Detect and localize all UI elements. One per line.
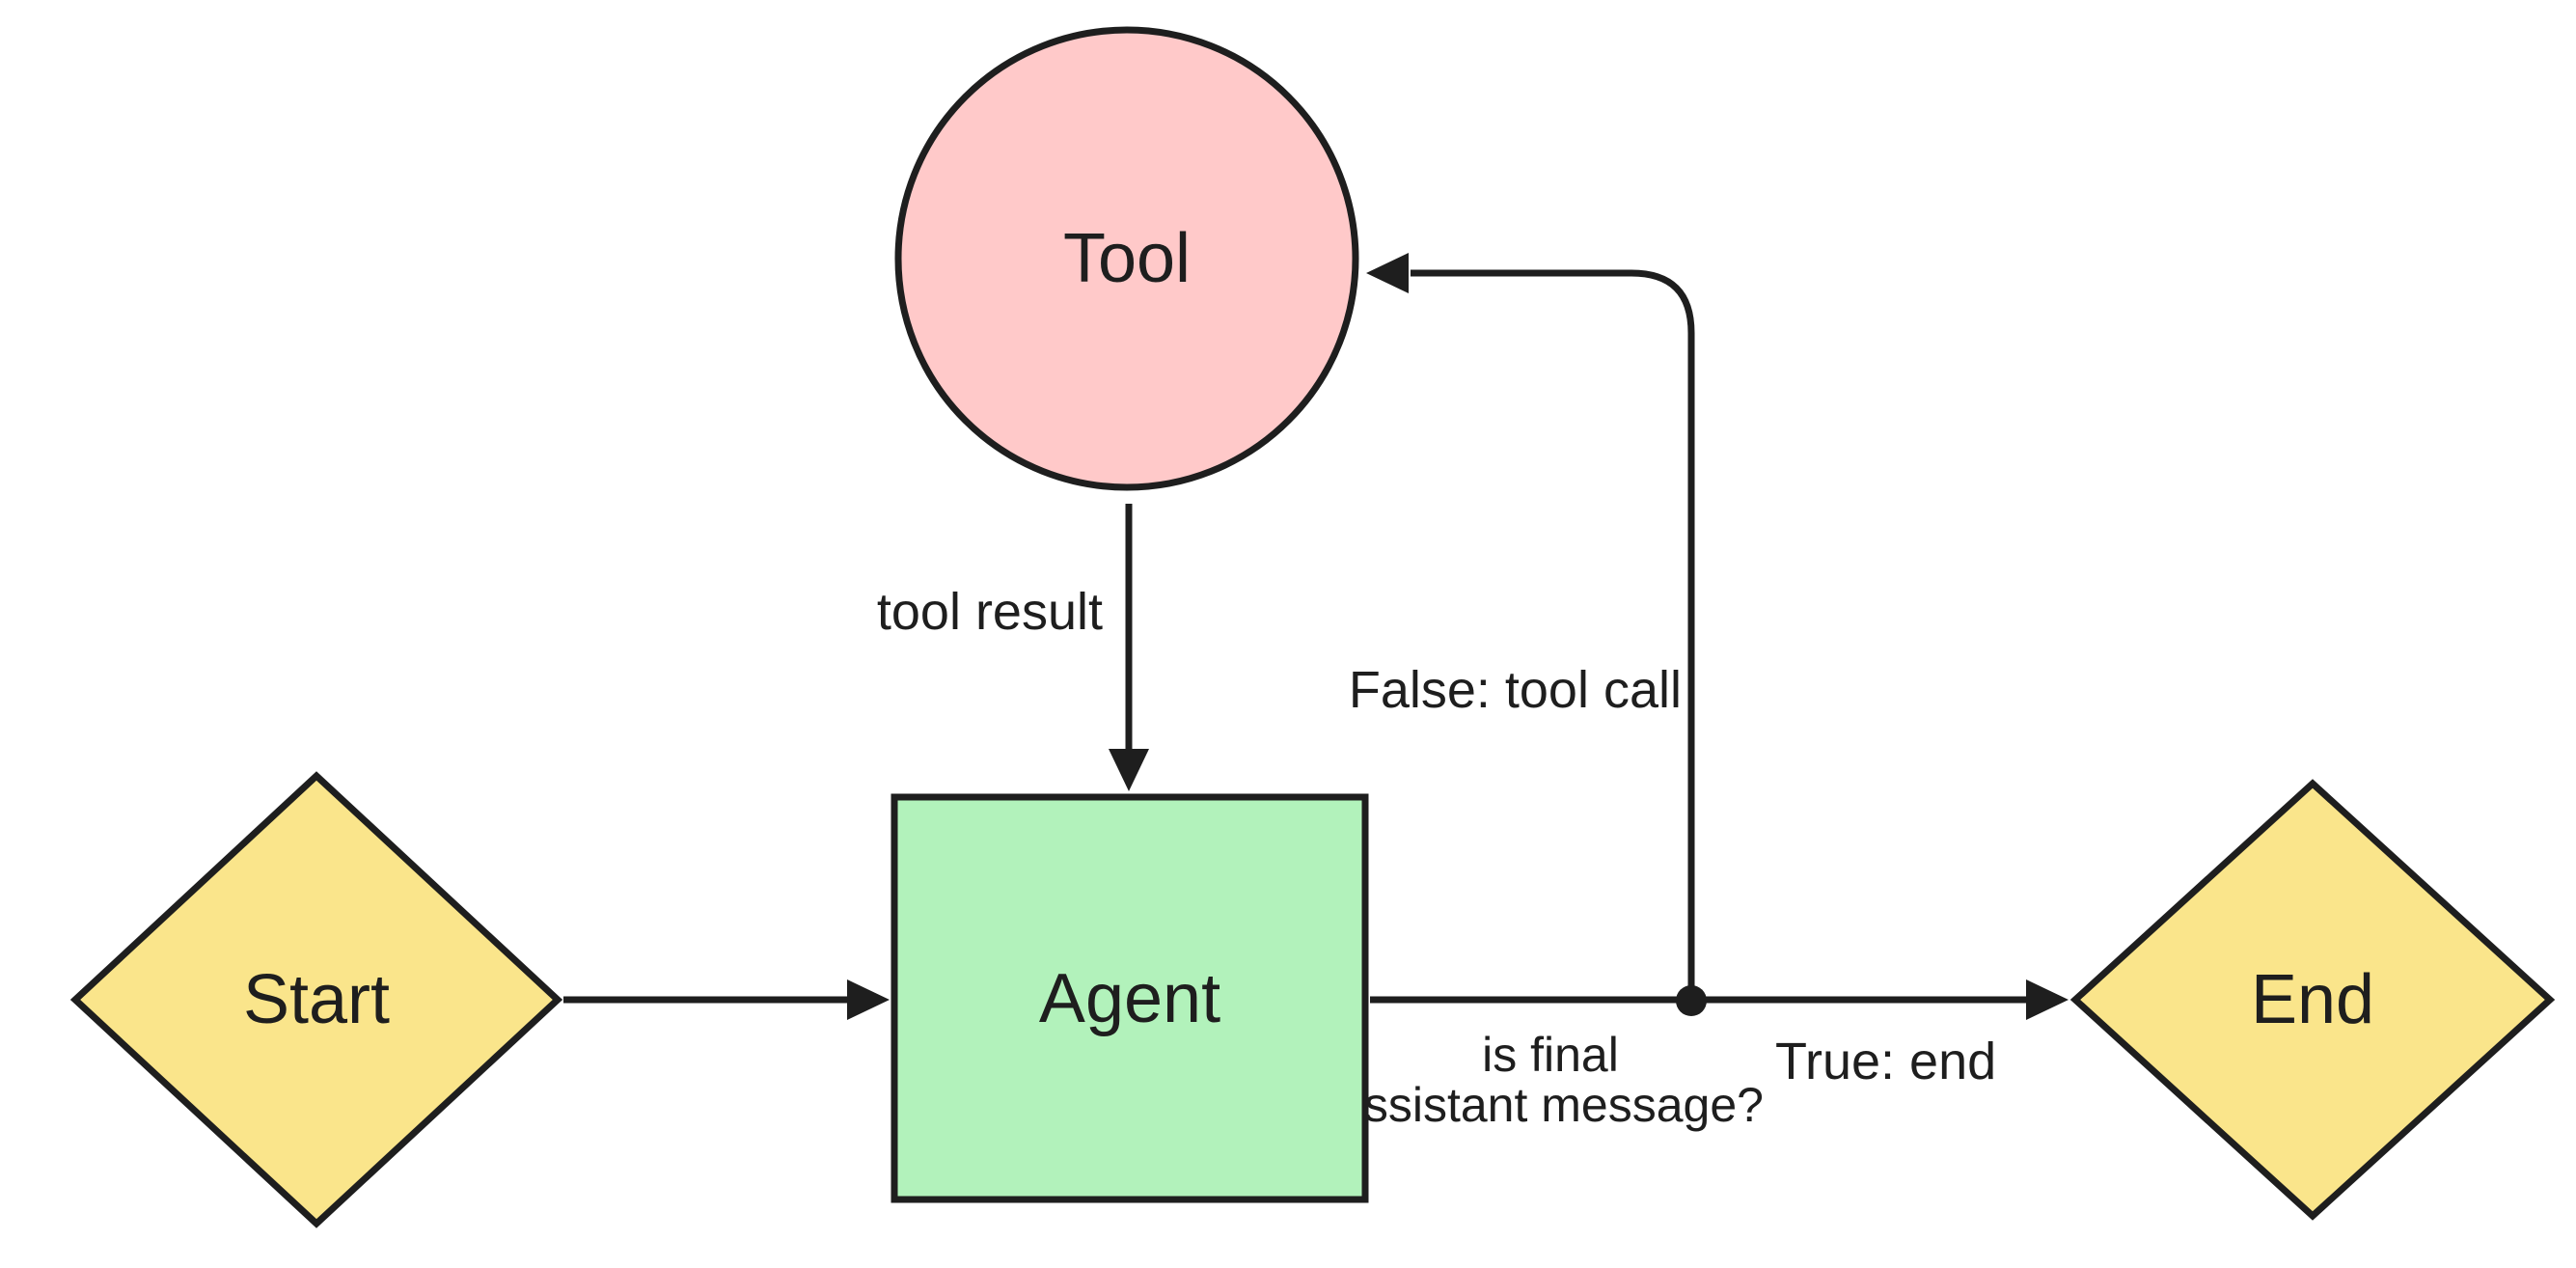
edge-tool-to-agent: tool result — [877, 504, 1149, 791]
edge-start-to-agent — [563, 979, 890, 1020]
end-diamond-shape — [2069, 779, 2556, 1221]
arrowhead-down-icon — [1109, 749, 1149, 791]
edge-false-branch-line — [1411, 269, 1695, 1001]
node-label-agent: Agent — [1039, 960, 1220, 1037]
arrowhead-right-icon — [847, 979, 890, 1020]
start-diamond-shape — [69, 771, 563, 1228]
node-start: Start — [69, 771, 563, 1228]
agent-rectangle-shape — [891, 793, 1369, 1203]
node-agent: Agent — [891, 793, 1369, 1203]
node-label-end: End — [2251, 961, 2374, 1038]
arrowhead-right-icon — [2026, 979, 2069, 1020]
edge-false-branch-to-tool: False: tool call — [1349, 253, 1695, 1001]
node-label-start: Start — [243, 961, 390, 1038]
node-end: End — [2069, 779, 2556, 1221]
edge-label-true-end: True: end — [1775, 1033, 1996, 1090]
node-tool: Tool — [894, 26, 1359, 491]
edge-label-tool-result: tool result — [877, 583, 1103, 641]
arrowhead-left-icon — [1366, 253, 1409, 293]
tool-circle-shape — [894, 26, 1359, 491]
edge-label-condition-line1: is final — [1482, 1028, 1619, 1082]
edge-label-false-tool-call: False: tool call — [1349, 661, 1682, 719]
node-label-tool: Tool — [1063, 220, 1191, 297]
edge-label-condition-line2: assistant message? — [1337, 1078, 1764, 1132]
edge-agent-to-end: is final assistant message? True: end — [1337, 979, 2069, 1132]
